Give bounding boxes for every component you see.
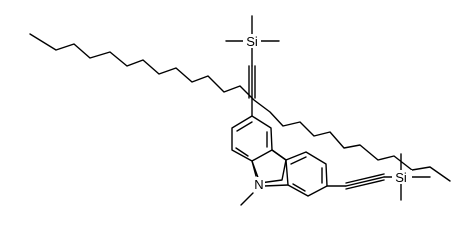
ring-right-double-3 — [292, 183, 306, 192]
carbazole-ring-right — [285, 151, 328, 197]
right-alkyne-1 — [345, 173, 385, 184]
nitrogen-label: N — [254, 177, 263, 192]
ring-left-double-1 — [236, 121, 253, 132]
si-right-bg — [392, 170, 412, 184]
structure-canvas: Si Si N — [29, 15, 451, 206]
n-bond-right — [263, 184, 289, 187]
ring-left-double-3 — [235, 147, 249, 157]
si-top-bg — [243, 34, 261, 48]
right-alkyne-2 — [345, 176, 385, 187]
biaryl-bond — [271, 149, 287, 161]
si-top-label: Si — [246, 34, 258, 49]
ring-right-double-1 — [290, 156, 307, 165]
nitrogen-bg — [254, 177, 265, 191]
si-right-label: Si — [395, 170, 407, 185]
right-alkyne-3 — [345, 179, 385, 190]
n-bond-left — [251, 160, 257, 177]
n-alkyl-bond — [240, 192, 254, 206]
molecule-drawing: Si Si N — [29, 15, 451, 206]
tetradecyl-chain — [29, 33, 451, 182]
